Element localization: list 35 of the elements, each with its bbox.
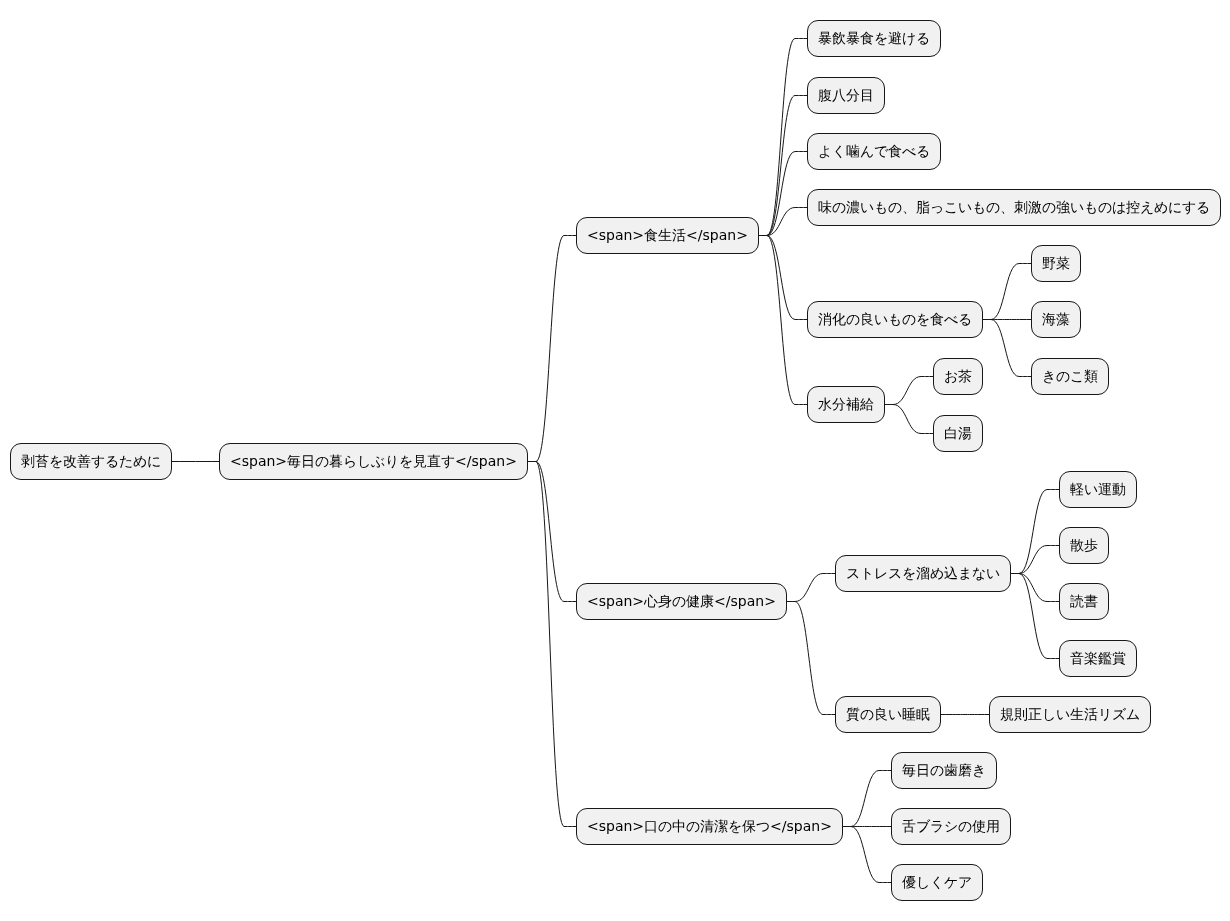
connector-line [940, 714, 990, 715]
connector-line [1010, 573, 1060, 659]
topic-node: よく噛んで食べる [807, 133, 941, 170]
topic-node: 優しくケア [891, 864, 983, 901]
connector-line [527, 461, 577, 827]
topic-node: <span>食生活</span> [576, 217, 759, 254]
topic-node: 毎日の歯磨き [891, 752, 997, 789]
topic-node: お茶 [933, 358, 983, 395]
topic-node: 暴飲暴食を避ける [807, 20, 941, 57]
topic-node: きのこ類 [1031, 358, 1109, 395]
topic-node: 味の濃いもの、脂っこいもの、刺激の強いものは控えめにする [807, 189, 1221, 226]
topic-node: 舌ブラシの使用 [891, 808, 1011, 845]
connector-line [786, 601, 836, 715]
topic-node: <span>口の中の清潔を保つ</span> [576, 808, 843, 845]
topic-node: 海藻 [1031, 301, 1081, 338]
connector-line [758, 235, 808, 405]
topic-node: <span>毎日の暮らしぶりを見直す</span> [219, 443, 528, 480]
topic-node: 軽い運動 [1059, 471, 1137, 508]
topic-node: 剥苔を改善するために [10, 443, 172, 480]
topic-node: 消化の良いものを食べる [807, 301, 983, 338]
connector-line [982, 319, 1032, 377]
topic-node: 野菜 [1031, 245, 1081, 282]
topic-node: 腹八分目 [807, 77, 885, 114]
connector-line [171, 461, 220, 462]
topic-node: 水分補給 [807, 386, 885, 423]
topic-node: 読書 [1059, 583, 1109, 620]
connector-line [842, 826, 892, 883]
topic-node: 散歩 [1059, 527, 1109, 564]
topic-node: <span>心身の健康</span> [576, 583, 787, 620]
topic-node: 質の良い睡眠 [835, 696, 941, 733]
topic-node: 規則正しい生活リズム [989, 696, 1151, 733]
topic-node: 白湯 [933, 415, 983, 452]
topic-node: ストレスを溜め込まない [835, 555, 1011, 592]
topic-node: 音楽鑑賞 [1059, 640, 1137, 677]
connector-line [884, 404, 934, 434]
